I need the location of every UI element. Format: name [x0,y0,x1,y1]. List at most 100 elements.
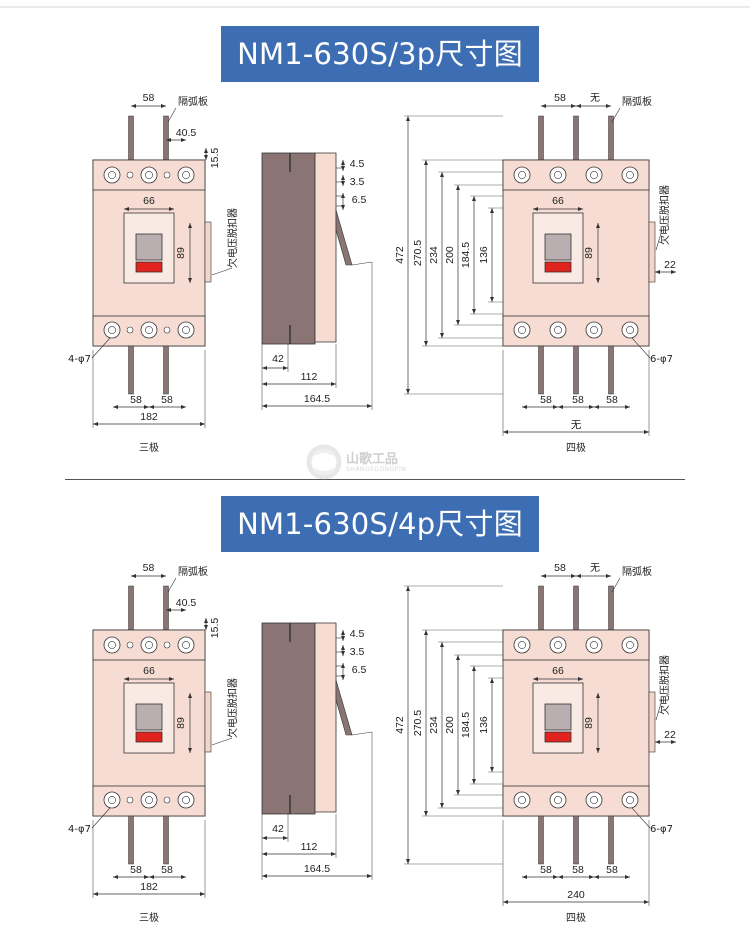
copper-bar [573,585,579,631]
copper-bar [163,815,169,865]
copper-bar [538,585,544,631]
handle-grey [135,233,163,261]
extension-line [351,731,373,736]
copper-bar [163,585,169,631]
terminal-screw [626,796,634,804]
terminal-hole [549,321,567,339]
copper-bar [608,115,614,161]
mounting-hole-label: 4-φ7 [68,824,91,835]
terminal-hole [549,636,567,654]
section-1-title: NM1-630S/3p尺寸图 [221,26,539,82]
dimension-label: 6.5 [352,194,367,206]
handle-red-4p [544,731,572,743]
dimension-label: 40.5 [176,597,197,609]
small-hole [126,641,134,649]
dimension-label: 112 [301,841,318,853]
dimension-label: 40.5 [176,127,197,139]
terminal-screw [590,796,598,804]
copper-bar [163,345,169,395]
dimension-label: 270.5 [412,710,424,736]
dimension-label: 58 [540,864,552,876]
arrowhead [655,270,676,274]
terminal-screw [518,171,526,179]
caption-3pole: 三极 [139,441,159,454]
arrowhead [204,148,208,160]
terminal-hole [177,636,195,654]
dimension-label: 58 [130,394,142,406]
arc-plate-label: 隔弧板 [622,95,652,108]
dimension-label: 无 [571,419,582,431]
terminal-screw [626,326,634,334]
dimension-label: 58 [606,864,618,876]
watermark-logo [306,444,342,480]
terminal-hole [585,636,603,654]
small-hole [163,796,171,804]
handle-grey [135,703,163,731]
terminal-screw [590,641,598,649]
undervoltage-label: 欠电压脱扣器 [226,208,239,268]
mounting-hole-label: 6-φ7 [650,354,673,365]
sg-logo-icon [306,444,342,480]
handle-grey-4p [544,703,572,731]
terminal-screw [108,641,116,649]
accessory-block [204,691,212,753]
terminal-screw [518,641,526,649]
copper-bar [128,815,134,865]
dimension-label: 58 [554,92,566,104]
side-body-dark [261,622,316,815]
section-2-title: NM1-630S/4p尺寸图 [221,496,539,552]
handle-red [135,261,163,273]
terminal-hole [177,321,195,339]
small-hole [126,326,134,334]
terminal-screw [518,796,526,804]
copper-bar [128,585,134,631]
mounting-hole-label: 6-φ7 [650,824,673,835]
dimension-label: 58 [572,394,584,406]
dimension-label: 58 [606,394,618,406]
copper-bar [163,115,169,161]
arrowhead [166,138,186,142]
dimension-label: 66 [143,665,155,677]
dimension-label: 无 [590,563,600,574]
arrowhead [341,630,345,641]
copper-bar [538,345,544,395]
arrowhead [341,193,345,210]
terminal-hole [140,636,158,654]
terminal-hole [621,321,639,339]
dimension-label: 42 [272,353,284,365]
dimension-label: 240 [567,889,585,901]
dimension-label: 234 [428,246,440,264]
terminal-hole [177,791,195,809]
extension-line [351,261,373,266]
caption-4pole: 四极 [566,441,586,454]
handle-red [135,731,163,743]
dimension-label: 无 [590,93,600,104]
caption-3pole: 三极 [139,911,159,924]
arc-plate-label: 隔弧板 [178,95,208,108]
dimension-label: 15.5 [209,148,221,169]
terminal-hole [513,321,531,339]
terminal-screw [182,641,190,649]
dimension-label: 58 [572,864,584,876]
dimension-label: 182 [140,881,158,893]
terminal-screw [554,171,562,179]
terminal-screw [182,796,190,804]
mounting-hole-label: 4-φ7 [68,354,91,365]
terminal-hole [549,791,567,809]
dimension-label: 4.5 [350,628,365,640]
accessory-block-4p [648,221,656,283]
small-hole [126,796,134,804]
dimension-label: 15.5 [209,618,221,639]
watermark-brand: 山歌工品 [346,452,399,467]
leader-line [611,107,621,123]
dimension-label: 6.5 [352,664,367,676]
terminal-screw [108,326,116,334]
dimension-label: 200 [444,716,456,734]
undervoltage-label: 欠电压脱扣器 [658,185,671,245]
terminal-screw [554,796,562,804]
dimension-label: 58 [143,92,155,104]
leader-line [91,337,111,359]
caption-4pole: 四极 [566,911,586,924]
